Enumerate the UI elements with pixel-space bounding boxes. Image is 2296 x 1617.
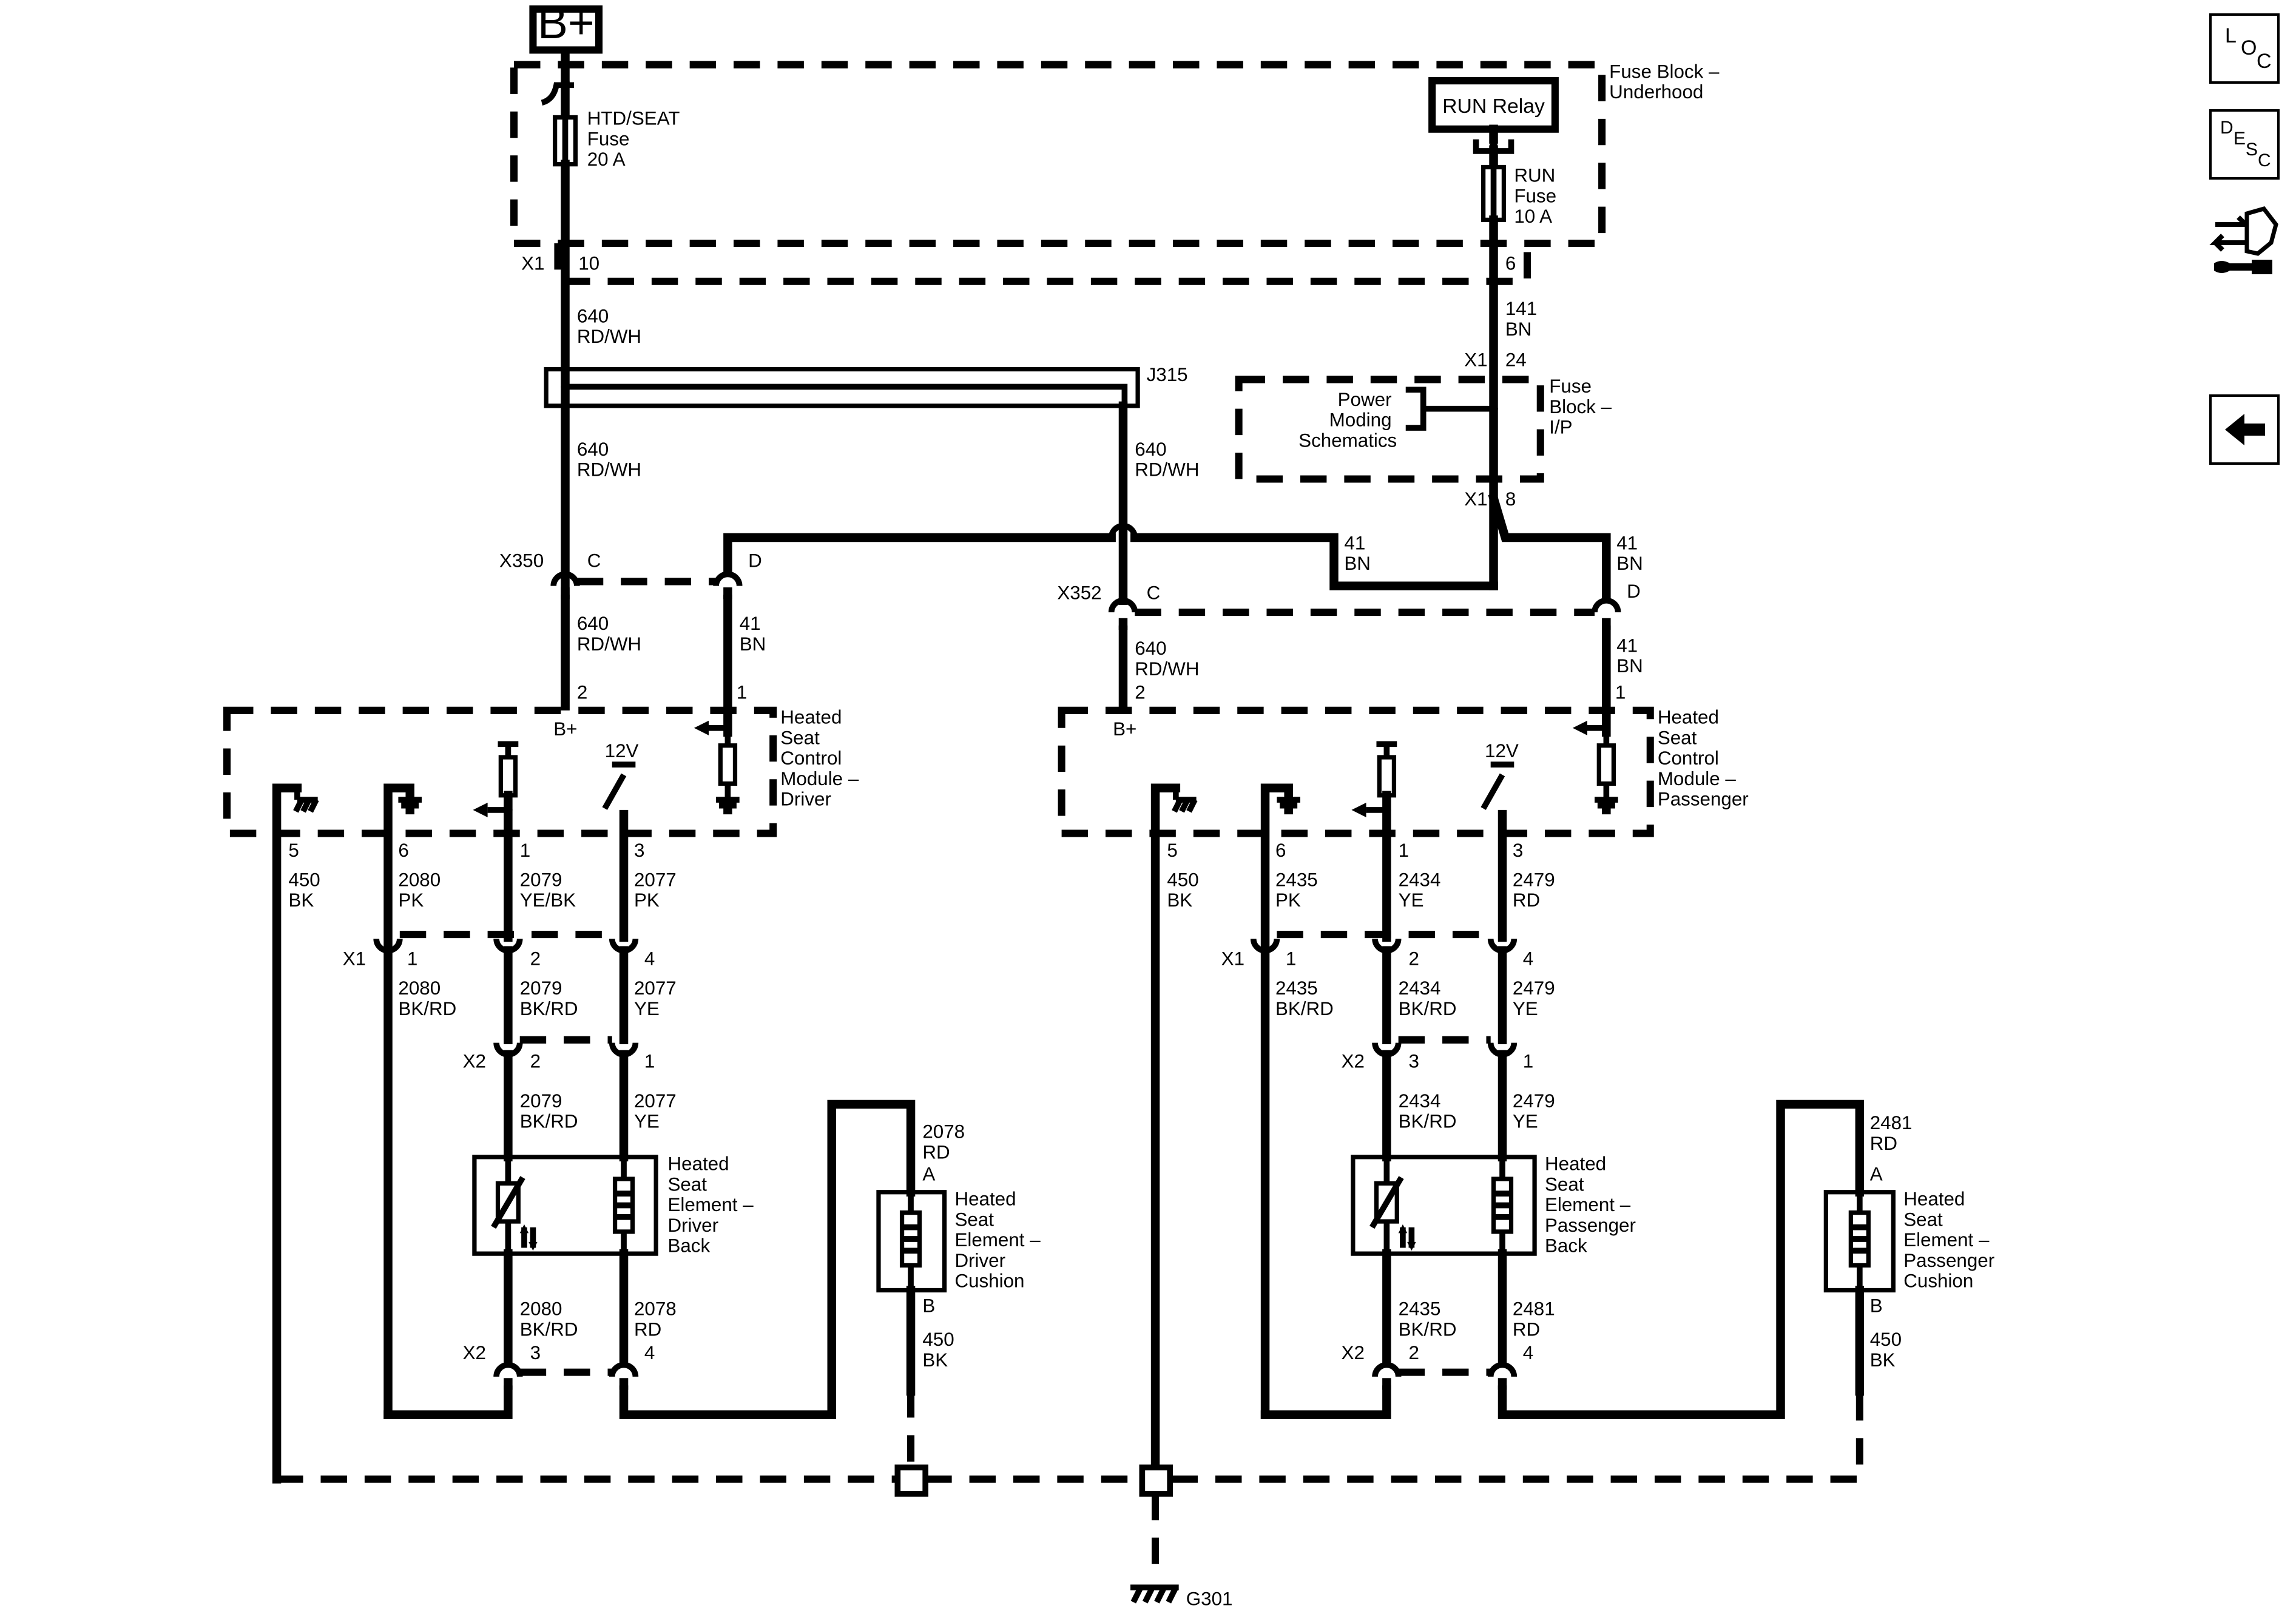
back-button[interactable] <box>2209 394 2280 465</box>
wire-41-mid-label: 41 BN <box>1344 532 1371 574</box>
desc-button[interactable]: D E S C <box>2209 109 2280 180</box>
passenger-control-module-label: Heated Seat Control Module – Passenger <box>1658 707 1749 810</box>
wire-141-label: 141 BN <box>1505 298 1542 340</box>
svg-text:X1 1 2 4: X1 1 2 4 <box>1221 948 1534 970</box>
run-relay: RUN Relay <box>1428 77 1559 133</box>
passenger-cushion-element-label: Heated Seat Element – Passenger Cushion <box>1903 1188 2000 1291</box>
passenger-back-element-label: Heated Seat Element – Passenger Back <box>1545 1153 1641 1257</box>
passenger-41-label: 41 BN <box>1616 635 1643 677</box>
wire-640-right-label: 640 RD/WH <box>1135 439 1199 481</box>
passenger-12v-label: 12V <box>1485 740 1519 761</box>
svg-text:X1 1 2 4: X1 1 2 4 <box>343 948 655 970</box>
underhood-connector-labels: X1 10 6 <box>521 252 1516 274</box>
run-fuse-label: RUN Fuse 10 A <box>1514 165 1561 228</box>
driver-output-wire-labels: 450 BK 2080 PK 2079 YE/BK 2077 PK <box>288 869 681 911</box>
ground-bus <box>277 1391 1863 1483</box>
ground-g301: G301 <box>1130 1584 1233 1609</box>
battery-source: B+ <box>529 0 603 54</box>
driver-cushion-wire-b-label: B 450 BK <box>922 1295 959 1371</box>
wire-640-top-label: 640 RD/WH <box>577 305 641 347</box>
connector-x352: X352 C D <box>1057 581 1641 630</box>
fuse-block-ip <box>1235 376 1544 483</box>
desc-letter-d: D <box>2220 118 2234 138</box>
driver-cushion-element <box>876 1190 947 1293</box>
wire-640-left-label: 640 RD/WH <box>577 439 641 481</box>
driver-connector-x2-lower: X2 3 4 <box>463 1342 655 1390</box>
fuse-block-underhood <box>510 61 1606 248</box>
svg-text:X2 3 4: X2 3 4 <box>463 1342 655 1363</box>
svg-text:G301: G301 <box>1186 1588 1233 1609</box>
passenger-x1-wire-labels: 2435 BK/RD 2434 BK/RD 2479 YE <box>1275 977 1560 1019</box>
svg-text:D: D <box>748 550 762 571</box>
loc-letter-c: C <box>2257 50 2272 73</box>
driver-bottom-wire-labels: 2080 BK/RD 2078 RD <box>520 1298 682 1340</box>
connector-end-view-glyph <box>2209 206 2278 274</box>
power-moding-reference: Power Moding Schematics <box>1298 389 1397 451</box>
driver-41-label: 41 BN <box>740 613 766 655</box>
desc-letter-c: C <box>2258 150 2271 170</box>
loc-letter-o: O <box>2241 36 2257 59</box>
fuse-block-underhood-label: Fuse Block – Underhood <box>1609 61 1724 103</box>
passenger-connector-x2-lower: X2 2 4 <box>1342 1342 1534 1390</box>
ip-connector-labels: X1 24 X1 8 <box>1464 349 1531 510</box>
svg-text:RUN Relay: RUN Relay <box>1442 95 1545 118</box>
connector-x350: X350 C D <box>499 550 762 599</box>
svg-text:D: D <box>1627 581 1641 602</box>
svg-text:X2 3 1: X2 3 1 <box>1342 1051 1534 1072</box>
passenger-cushion-wire-a-label: 2481 RD A <box>1870 1112 1917 1184</box>
driver-x2-wire-labels: 2079 BK/RD 2077 YE <box>520 1090 682 1132</box>
driver-control-module <box>223 706 777 837</box>
passenger-bottom-wire-labels: 2435 BK/RD 2481 RD <box>1399 1298 1561 1340</box>
svg-text:X2 2 1: X2 2 1 <box>463 1051 655 1072</box>
desc-letter-s: S <box>2246 140 2258 160</box>
driver-module-pins: 2 1 B+ <box>553 682 752 740</box>
svg-text:C: C <box>1147 582 1161 603</box>
ground-splice-passenger <box>1139 1464 1173 1497</box>
loc-letter-l: L <box>2225 24 2237 47</box>
driver-x1-wire-labels: 2080 BK/RD 2079 BK/RD 2077 YE <box>398 977 681 1019</box>
loc-button[interactable]: L O C <box>2209 13 2280 84</box>
htd-seat-fuse-label: HTD/SEAT Fuse 20 A <box>587 108 685 170</box>
passenger-output-wire-labels: 450 BK 2435 PK 2434 YE 2479 RD <box>1167 869 1560 911</box>
driver-12v-label: 12V <box>605 740 639 761</box>
splice-j315: J315 <box>544 364 1188 408</box>
back-arrow-icon <box>2225 414 2265 445</box>
passenger-x2-wire-labels: 2434 BK/RD 2479 YE <box>1399 1090 1561 1132</box>
passenger-back-element <box>1351 1155 1537 1256</box>
passenger-cushion-element <box>1823 1190 1896 1293</box>
ground-splice-driver <box>894 1464 929 1497</box>
svg-text:C: C <box>587 550 601 571</box>
desc-letter-e: E <box>2234 129 2246 149</box>
connector-end-view-icon[interactable] <box>2209 200 2282 285</box>
driver-back-element-label: Heated Seat Element – Driver Back <box>667 1153 758 1257</box>
driver-640-label: 640 RD/WH <box>577 613 641 655</box>
driver-control-module-label: Heated Seat Control Module – Driver <box>780 707 864 810</box>
passenger-module-pins: 2 1 B+ <box>1113 682 1631 740</box>
passenger-control-module <box>1058 706 1654 837</box>
svg-text:X352: X352 <box>1057 582 1101 603</box>
wire-41-right-label: 41 BN <box>1616 532 1643 574</box>
passenger-640-label: 640 RD/WH <box>1135 638 1199 680</box>
driver-output-pins: 5 6 1 3 <box>288 840 644 861</box>
driver-cushion-element-label: Heated Seat Element – Driver Cushion <box>954 1188 1045 1291</box>
svg-text:X350: X350 <box>499 550 544 571</box>
svg-text:J315: J315 <box>1147 364 1188 385</box>
svg-text:B+: B+ <box>538 0 595 48</box>
driver-back-element <box>472 1155 658 1256</box>
driver-cushion-wire-a-label: 2078 RD A <box>922 1121 970 1184</box>
svg-text:X2 2 4: X2 2 4 <box>1342 1342 1534 1363</box>
passenger-output-pins: 5 6 1 3 <box>1167 840 1523 861</box>
fuse-block-ip-label: Fuse Block – I/P <box>1549 376 1617 438</box>
passenger-cushion-wire-b-label: B 450 BK <box>1870 1295 1907 1371</box>
